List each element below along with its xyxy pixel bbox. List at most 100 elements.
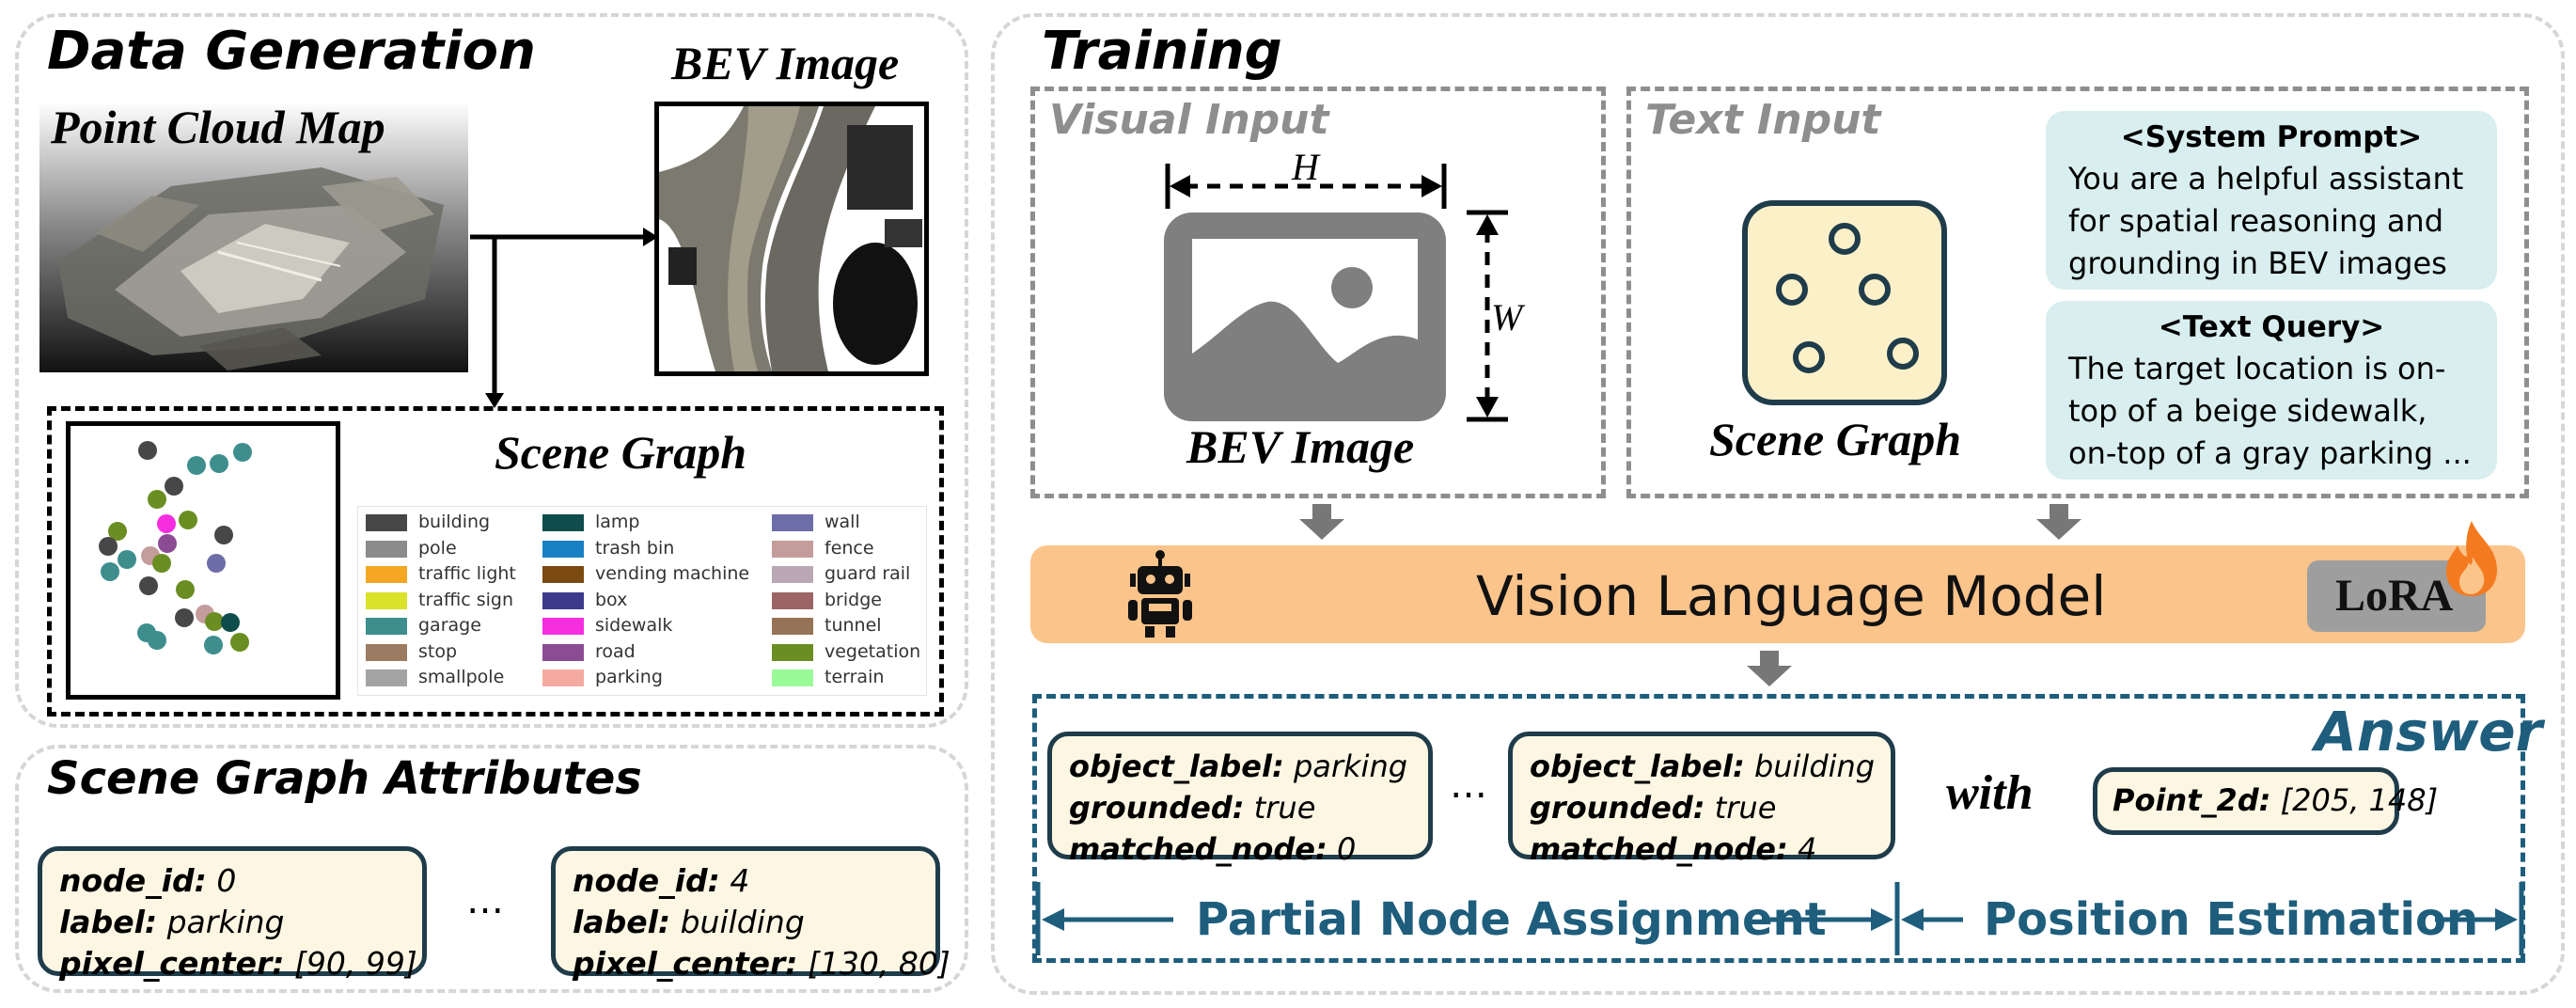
legend-label: road [595,640,636,662]
bev-image-label-top: BEV Image [671,37,900,89]
node-dot [157,514,176,533]
point-cloud-map-label: Point Cloud Map [51,101,385,153]
answer-value: 4 [1797,831,1817,867]
legend-swatch [542,618,584,635]
attr-value: parking [166,904,285,940]
answer-card-0: object_label: parking grounded: true mat… [1047,732,1433,867]
attr-value: [90, 99] [293,945,417,982]
attr-value: 0 [216,862,237,899]
legend-swatch [366,591,407,609]
vision-language-model-bar [1030,545,2525,643]
legend-label: vegetation [825,640,921,662]
node-dot [138,441,157,460]
text-query-line: top of a beige sidewalk, [2068,393,2427,429]
lora-label: LoRA [2335,571,2454,621]
node-dot [108,522,127,541]
point-2d-card: Point_2d: [205, 148] [2093,767,2438,835]
legend-label: wall [825,512,860,532]
answer-key: matched_node: [1069,831,1327,867]
answer-label: Answer [2315,700,2543,764]
node-dot [118,550,136,569]
legend-swatch [772,591,813,609]
attr-key: node_id: [573,862,720,899]
answer-value: 0 [1336,831,1357,867]
legend-swatch [366,566,407,583]
text-query-line: on-top of a gray parking ... [2068,435,2472,471]
node-dot [99,537,118,556]
position-estimation-label: Position Estimation [1984,893,2479,946]
attributes-title: Scene Graph Attributes [47,752,642,805]
node-dot [148,490,166,509]
answer-key: matched_node: [1530,831,1788,867]
attr-value: [130, 80] [807,945,950,982]
legend-label: trash bin [595,537,675,559]
legend-label: lamp [595,512,640,532]
system-prompt-box: <System Prompt> You are a helpful assist… [2046,111,2497,323]
legend-swatch [542,591,584,609]
text-input-box [1626,87,2529,498]
attr-key: pixel_center: [573,945,798,982]
answer-value: true [1714,790,1777,826]
legend-swatch [772,669,813,686]
dimension-arrows [1165,164,1508,422]
node-dot [101,562,119,581]
legend-label: stop [418,640,458,662]
legend-swatch [366,643,407,661]
legend-label: box [595,589,628,610]
vlm-label: Vision Language Model [1476,564,2107,628]
node-dot [139,576,158,595]
legend-label: fence [825,537,874,559]
data-generation-panel [15,13,968,728]
image-placeholder-icon [1164,213,1446,421]
scene-graph-canvas [66,421,340,700]
bev-image-label: BEV Image [1186,420,1415,473]
system-prompt-line: grounding in BEV images ... [2068,245,2447,323]
assignment-arrows [1035,882,2524,955]
flow-arrows [1299,504,2081,686]
attribute-card-4: node_id: 4 label: building pixel_center:… [551,846,950,982]
scene-graph-icon [1741,199,1948,406]
point-value: [205, 148] [2280,782,2439,818]
robot-icon [1124,549,1196,639]
legend-swatch [542,669,584,686]
node-dot [179,511,197,529]
answer-value: building [1753,748,1876,784]
legend-swatch [772,566,813,583]
attr-key: label: [59,904,158,940]
node-dot [175,608,194,627]
attr-key: node_id: [59,862,207,899]
legend-label: traffic sign [418,589,514,610]
attr-key: label: [573,904,671,940]
text-input-label: Text Input [1645,96,1881,144]
legend-label: tunnel [825,615,882,636]
scene-graph-label: Scene Graph [495,426,747,479]
answer-card-4: object_label: building grounded: true ma… [1508,732,1895,867]
system-prompt-line: for spatial reasoning and [2068,203,2444,239]
data-generation-arrows [470,228,658,408]
node-dot [158,534,177,553]
legend-label: sidewalk [595,615,673,636]
legend-swatch [772,514,813,531]
legend-label: garage [418,615,481,636]
node-dot [214,526,233,544]
legend-swatch [366,514,407,531]
answer-value: true [1253,790,1316,826]
training-title: Training [1042,21,1282,82]
legend-label: terrain [825,667,885,687]
text-query-header: <Text Query> [2158,310,2385,344]
answer-key: grounded: [1530,790,1705,826]
answer-key: grounded: [1069,790,1245,826]
legend-swatch [772,643,813,661]
legend-label: building [418,512,491,532]
legend-label: guard rail [825,563,911,584]
legend-swatch [366,540,407,558]
legend-swatch [542,643,584,661]
legend-swatch [542,514,584,531]
node-dot [230,633,249,652]
legend-swatch [366,669,407,686]
node-dot [148,631,166,650]
node-dot [210,454,228,473]
legend-swatch [542,566,584,583]
system-prompt-line: You are a helpful assistant [2068,161,2464,197]
